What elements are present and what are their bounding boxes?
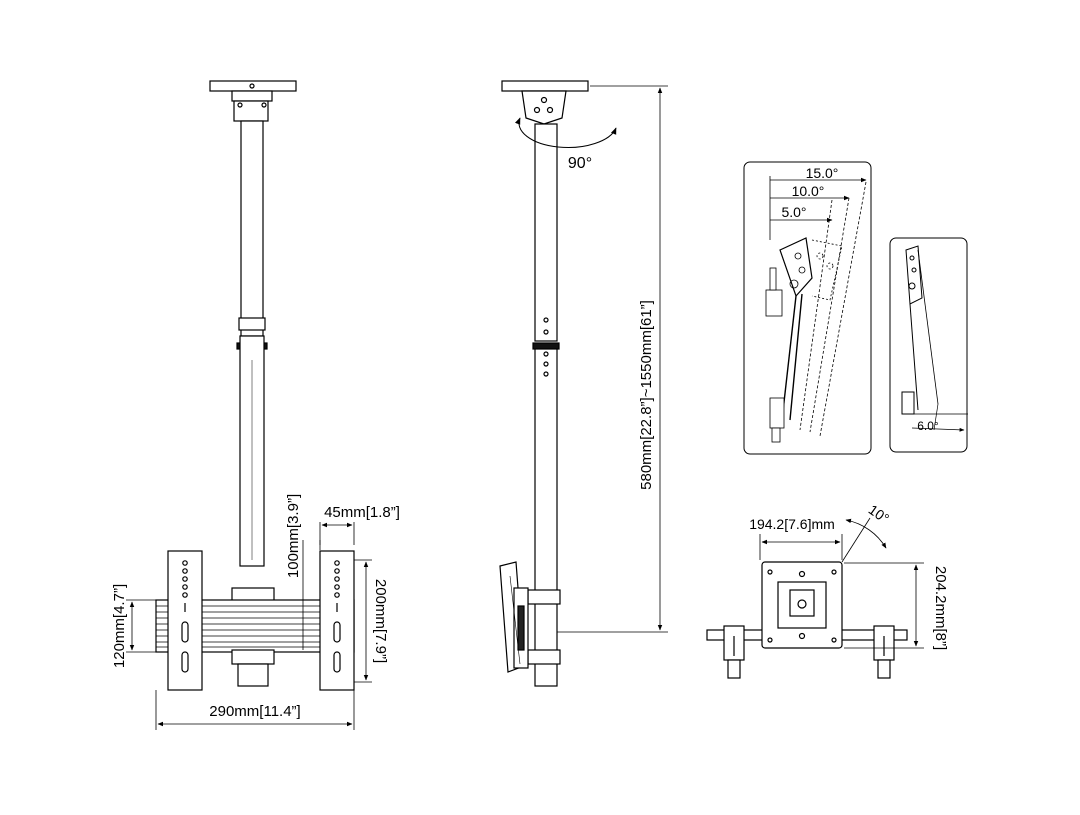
side-length-dimension [557,85,668,633]
top-dimensions [759,517,924,649]
front-width-label: 290mm[11.4”] [209,703,300,720]
tilt-detail-small-box: 6.0° [889,237,968,453]
side-length-label: 580mm[22.8”]~1550mm[61”] [638,300,655,490]
top-view [706,561,908,679]
ceiling-plate [209,80,297,92]
top-height-label: 204.2mm[8”] [932,566,949,650]
tilt-angle-10: 10.0° [792,183,825,199]
front-dimensions [126,522,372,730]
upper-pole [240,120,264,337]
tilt-angle-6: 6.0° [917,419,939,433]
front-view [155,80,355,691]
rotation-label: 90° [568,155,592,172]
side-ceiling-plate [501,80,589,92]
tilt-angle-15: 15.0° [806,165,839,181]
top-width-label: 194.2[7.6]mm [749,516,835,532]
side-lower-pole [534,348,558,687]
arm-height-label: 200mm[7.9”] [372,579,389,663]
side-upper-pole [534,123,558,342]
side-view [499,80,617,687]
front-height-label: 120mm[4.7”] [111,584,128,668]
top-angle-label: 10° [866,501,893,526]
arm-width-label: 45mm[1.8”] [324,504,400,521]
tilt-angle-5: 5.0° [781,204,806,220]
tilt-detail-box: 15.0° 10.0° 5.0° [743,161,872,455]
hole-spacing-label: 100mm[3.9”] [285,494,302,578]
